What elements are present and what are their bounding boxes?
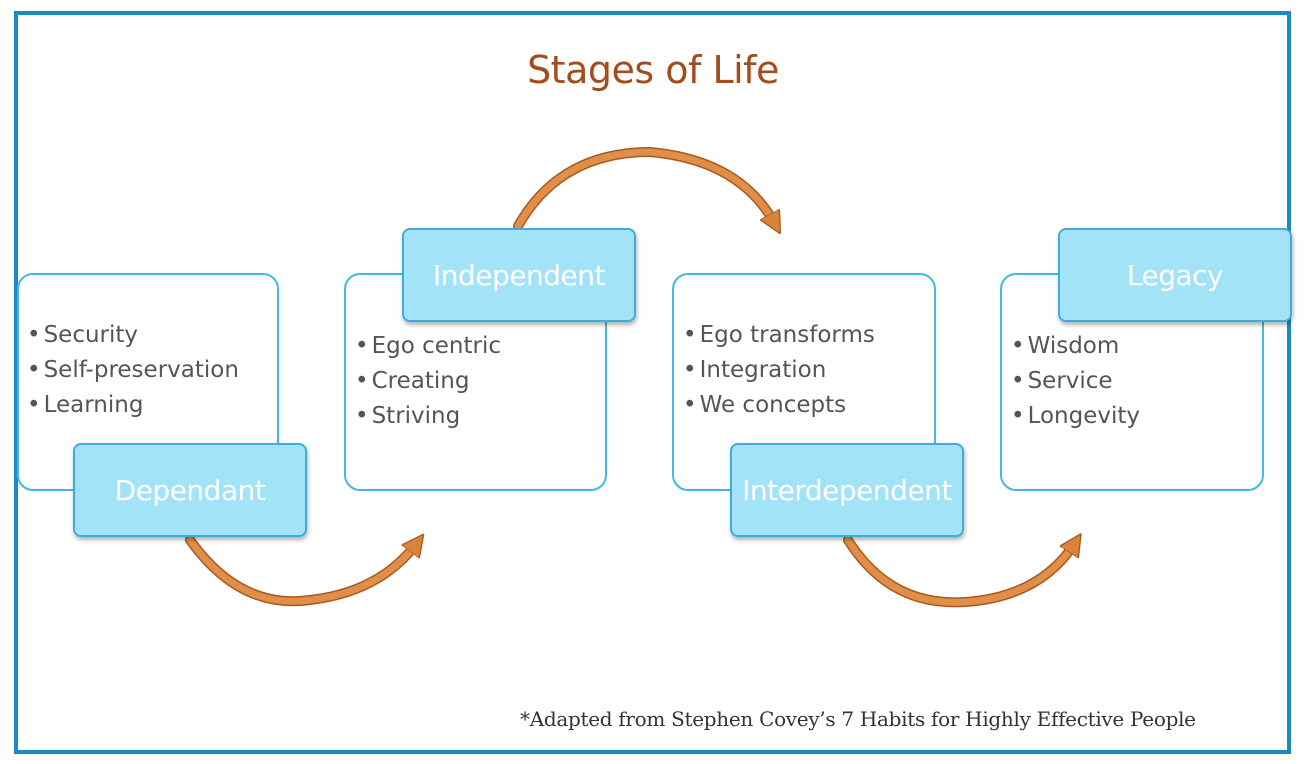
arrow-independent-to-interdependent — [513, 146, 780, 231]
list-item: We concepts — [683, 388, 875, 423]
list-item: Service — [1011, 364, 1140, 399]
stage-label-legacy: Legacy — [1058, 228, 1292, 322]
source-footnote: *Adapted from Stephen Covey’s 7 Habits f… — [520, 707, 1196, 731]
arrow-interdependent-to-legacy — [843, 535, 1080, 608]
list-item: Self-preservation — [27, 353, 239, 388]
list-item: Wisdom — [1011, 329, 1140, 364]
list-item: Striving — [355, 399, 501, 434]
diagram-title: Stages of Life — [527, 48, 779, 92]
list-item: Ego centric — [355, 329, 501, 364]
arrow-dependant-to-independent — [185, 535, 422, 607]
list-item: Security — [27, 318, 239, 353]
stage-list-legacy: Wisdom Service Longevity — [1011, 329, 1140, 434]
stage-list-dependant: Security Self-preservation Learning — [27, 318, 239, 423]
list-item: Learning — [27, 388, 239, 423]
stage-label-dependant: Dependant — [73, 443, 307, 537]
stage-label-independent: Independent — [402, 228, 636, 322]
stage-list-independent: Ego centric Creating Striving — [355, 329, 501, 434]
stage-list-interdependent: Ego transforms Integration We concepts — [683, 318, 875, 423]
list-item: Creating — [355, 364, 501, 399]
list-item: Integration — [683, 353, 875, 388]
list-item: Longevity — [1011, 399, 1140, 434]
list-item: Ego transforms — [683, 318, 875, 353]
stage-label-interdependent: Interdependent — [730, 443, 964, 537]
